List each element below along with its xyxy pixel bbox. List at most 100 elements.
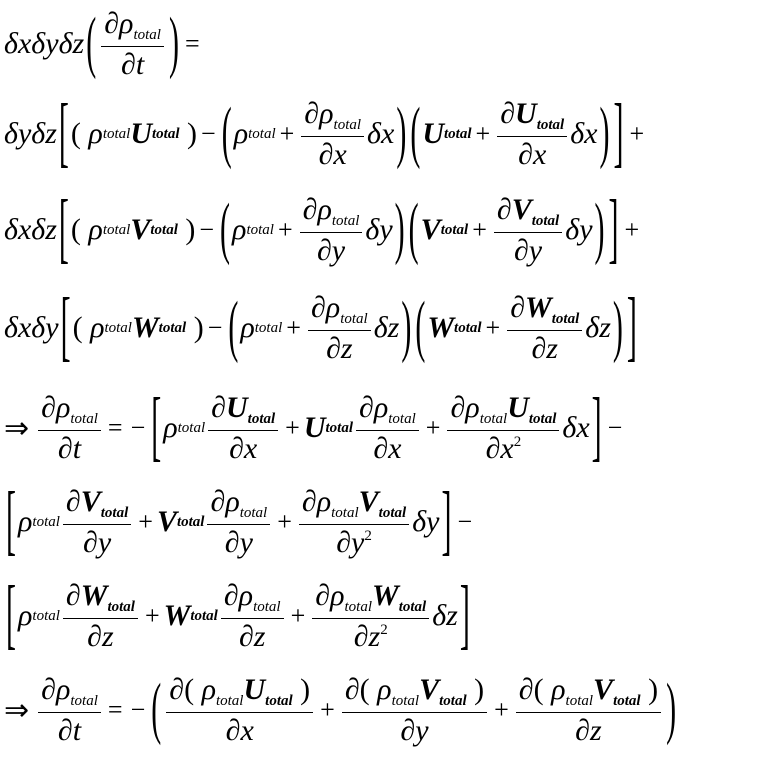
math-glyph: δ	[373, 311, 388, 345]
math-glyph: ρ	[465, 391, 480, 424]
math-glyph: total	[378, 505, 407, 521]
math-glyph: ∂Utotal	[497, 98, 568, 137]
math-glyph: (	[415, 289, 426, 365]
math-glyph: V	[130, 213, 151, 247]
math-glyph: z	[546, 331, 558, 365]
math-glyph: total	[102, 221, 131, 238]
math-glyph: y	[17, 117, 32, 151]
math-glyph: (	[221, 95, 232, 171]
math-glyph: x	[500, 431, 514, 465]
math-glyph: ∂( ρtotalVtotal )	[341, 673, 488, 713]
math-glyph: ∂t	[55, 713, 84, 747]
math-glyph: δ	[365, 213, 380, 247]
math-glyph: total	[32, 607, 60, 624]
math-glyph: total	[215, 693, 244, 709]
math-glyph: ∂	[104, 7, 120, 40]
math-glyph: W	[163, 599, 191, 633]
math-glyph: total	[247, 411, 276, 427]
math-glyph: ∂y	[222, 525, 256, 559]
math-glyph: total	[239, 505, 268, 521]
math-glyph: total	[444, 125, 472, 142]
math-glyph: ∂( ρtotalUtotal ) ∂x	[166, 673, 314, 747]
paren-close: )	[168, 5, 179, 81]
math-glyph: y	[528, 233, 543, 267]
math-glyph: t	[72, 713, 82, 747]
math-glyph: ∂	[518, 137, 533, 171]
math-glyph: ]	[591, 383, 602, 470]
math-glyph: ∂ρtotal	[101, 8, 164, 47]
bracket-close: ]	[613, 89, 624, 176]
math-glyph: y	[426, 505, 440, 539]
math-glyph: V	[420, 213, 441, 247]
math-glyph: ∂	[510, 291, 526, 324]
math-glyph: total	[158, 319, 187, 336]
math-glyph: ∂ρtotal ∂z	[220, 579, 284, 653]
math-glyph: δ	[565, 213, 580, 247]
math-glyph: U	[507, 391, 529, 424]
math-glyph: ∂ρtotalUtotal ∂x2	[447, 391, 560, 465]
math-glyph: ∂y	[511, 233, 545, 267]
math-glyph: ∂	[373, 431, 389, 465]
math-glyph: U	[303, 411, 326, 445]
math-glyph: ∂ρtotalUtotal	[447, 391, 560, 431]
math-glyph: ρ	[225, 485, 240, 518]
math-glyph: +	[144, 601, 160, 631]
var-y: y	[45, 27, 59, 61]
math-glyph: x	[17, 311, 32, 345]
math-glyph: +	[425, 413, 441, 443]
math-glyph: total	[246, 221, 274, 238]
math-glyph: ρ	[18, 505, 33, 539]
math-glyph: (	[359, 673, 370, 706]
math-glyph: (	[151, 671, 162, 747]
math-glyph: total	[536, 117, 565, 133]
math-glyph: ∂	[41, 391, 56, 424]
math-glyph: ∂z	[572, 713, 605, 747]
math-glyph: [	[60, 283, 71, 370]
math-glyph: x	[17, 213, 32, 247]
math-glyph: total	[70, 693, 98, 709]
math-glyph: ∂ρtotal	[299, 194, 363, 233]
math-glyph: ∂	[57, 713, 73, 747]
math-glyph: ∂x	[316, 137, 350, 171]
math-glyph: z	[340, 331, 353, 365]
math-glyph: −	[457, 507, 473, 537]
math-glyph: ∂ρtotal	[38, 674, 101, 713]
math-glyph: ∂	[336, 525, 352, 559]
fraction-dW-dz: ∂Wtotal ∂z	[507, 291, 583, 365]
math-glyph: y	[331, 233, 346, 267]
math-glyph: total	[331, 213, 360, 229]
math-glyph: )	[185, 213, 196, 247]
math-glyph: )	[612, 289, 623, 365]
math-glyph: ρ	[55, 391, 71, 424]
math-glyph: )	[594, 191, 605, 267]
math-glyph: δ	[432, 599, 447, 633]
math-glyph: ∂	[169, 673, 185, 706]
math-glyph: ]	[608, 185, 619, 272]
math-glyph: ρ	[18, 599, 33, 633]
math-glyph: t	[135, 47, 145, 81]
math-glyph: δ	[31, 213, 46, 247]
math-glyph: z	[599, 311, 611, 345]
math-glyph: total	[104, 319, 132, 336]
math-glyph: total	[325, 419, 354, 436]
math-glyph: y	[97, 525, 112, 559]
math-glyph: ∂y	[80, 525, 114, 559]
math-glyph: −	[207, 313, 223, 343]
math-glyph: W	[427, 311, 455, 345]
math-glyph: ∂( ρtotalVtotal ) ∂z	[515, 674, 662, 747]
math-glyph: ∂Vtotal	[62, 486, 132, 525]
var-z: z	[72, 27, 85, 61]
math-glyph: ρ	[373, 391, 389, 424]
math-glyph: y	[379, 213, 393, 247]
math-glyph: total	[248, 125, 276, 142]
math-glyph: ∂	[238, 619, 254, 653]
math-glyph: ρ	[238, 579, 254, 612]
math-glyph: ]	[459, 571, 470, 658]
math-glyph: +	[279, 119, 295, 149]
math-glyph: ∂y	[397, 713, 431, 747]
math-glyph: ∂x	[223, 713, 257, 747]
math-glyph: δ	[4, 213, 18, 247]
math-glyph: total	[531, 213, 560, 229]
